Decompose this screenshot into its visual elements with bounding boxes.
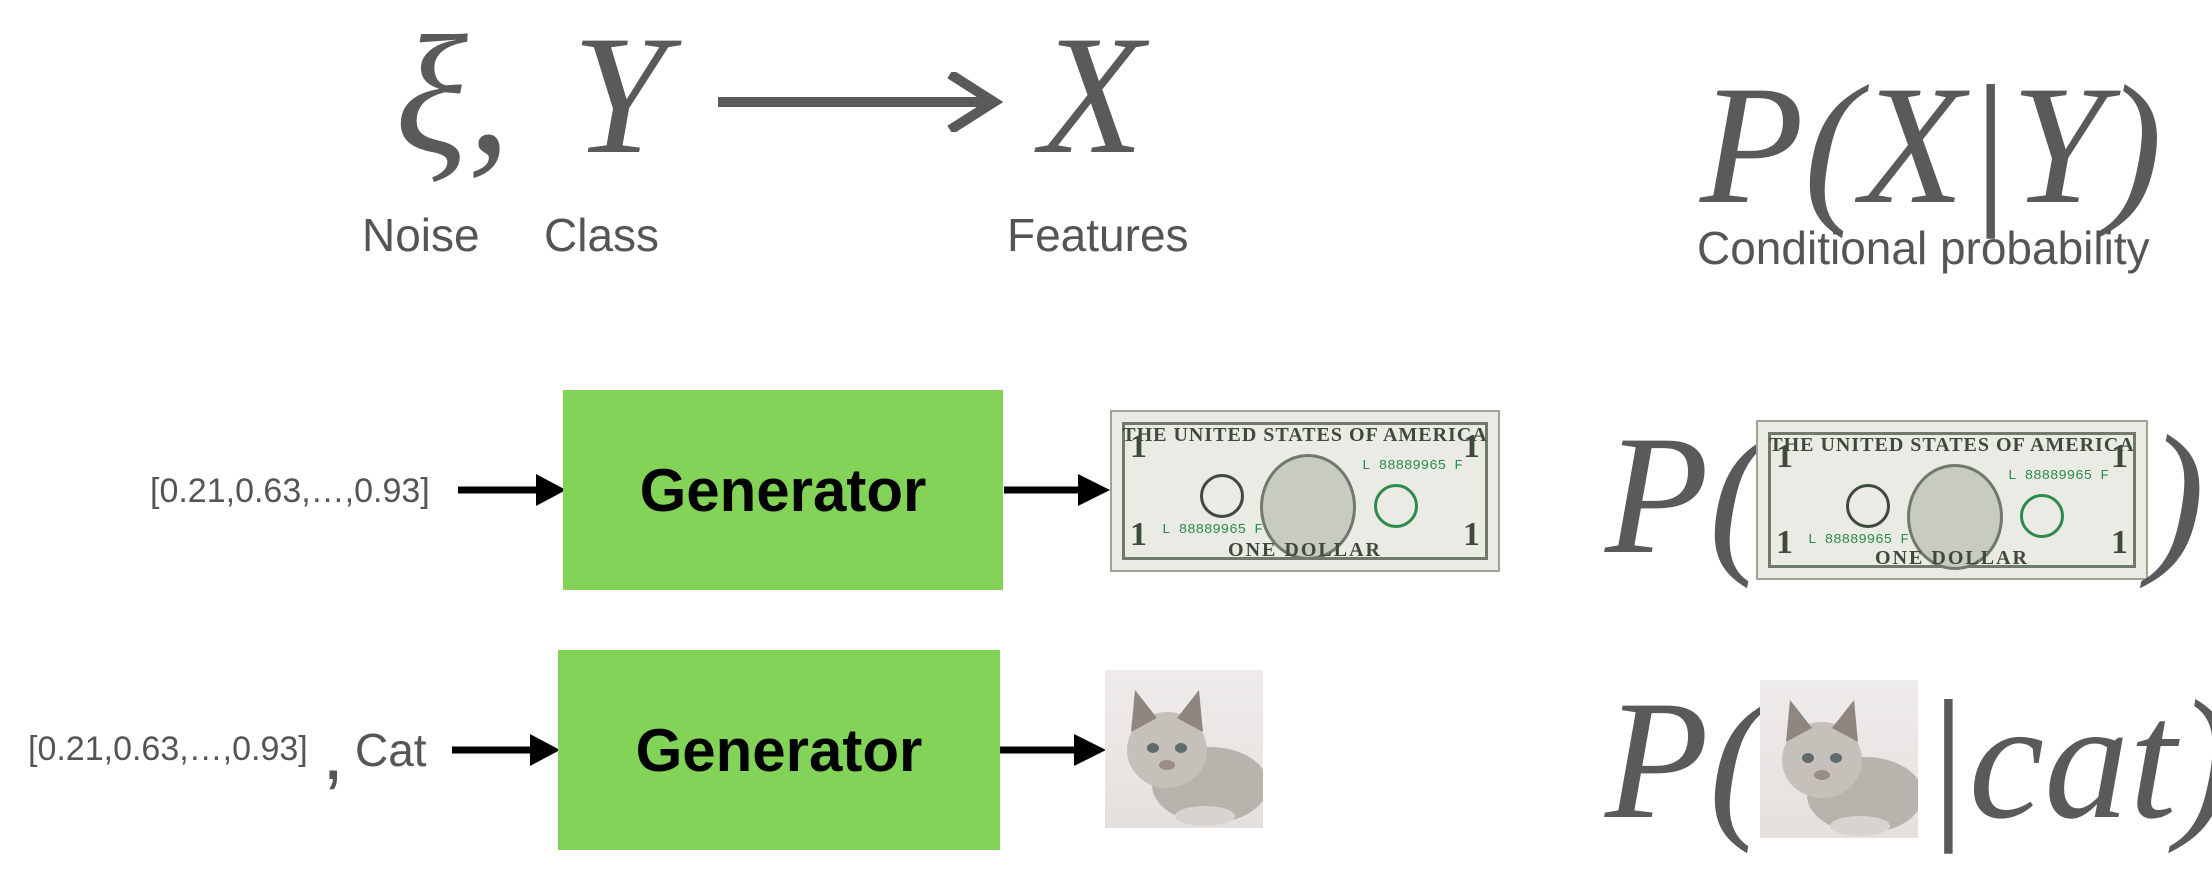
conditional-probability-expr: P(X|Y) [1700, 51, 2163, 239]
top-arrow [718, 72, 1004, 132]
input-vector-2: [0.21,0.63,…,0.93] [28, 730, 308, 768]
generator-box-2: Generator [558, 650, 1000, 850]
bill-portrait [1260, 454, 1356, 560]
output-arrow-1 [1004, 474, 1110, 506]
dollar-bill-image-in-prob: THE UNITED STATES OF AMERICA L 88889965 … [1756, 420, 2148, 580]
class-label: Class [544, 209, 660, 261]
cat-image [1105, 670, 1263, 828]
generator-label-2: Generator [635, 716, 923, 784]
conditional-probability-label: Conditional probability [1697, 222, 2150, 274]
noise-label: Noise [362, 209, 480, 261]
noise-symbol: ξ, [395, 1, 511, 189]
dollar-bill-image: THE UNITED STATES OF AMERICA L 88889965 … [1110, 410, 1500, 572]
features-symbol: X [1040, 1, 1144, 189]
input-vector-1: [0.21,0.63,…,0.93] [150, 472, 430, 510]
class-symbol: Y [572, 1, 667, 189]
prob-suffix-1: ) [2148, 401, 2205, 589]
cat-image-in-prob [1760, 680, 1918, 838]
generator-label-1: Generator [639, 456, 927, 524]
prob-suffix-2: |cat) [1922, 666, 2212, 854]
input-arrow-2 [452, 734, 560, 766]
prob-prefix-2: P( [1605, 666, 1766, 854]
input-comma-2: , [322, 707, 345, 796]
prob-prefix-1: P( [1605, 401, 1766, 589]
bill-top-text: THE UNITED STATES OF AMERICA [1122, 424, 1488, 446]
output-arrow-2 [1000, 734, 1106, 766]
bill-bottom-text: ONE DOLLAR [1228, 539, 1382, 561]
input-arrow-1 [458, 474, 566, 506]
generator-box-1: Generator [563, 390, 1003, 590]
features-label: Features [1007, 209, 1189, 261]
input-class-2: Cat [355, 724, 427, 776]
